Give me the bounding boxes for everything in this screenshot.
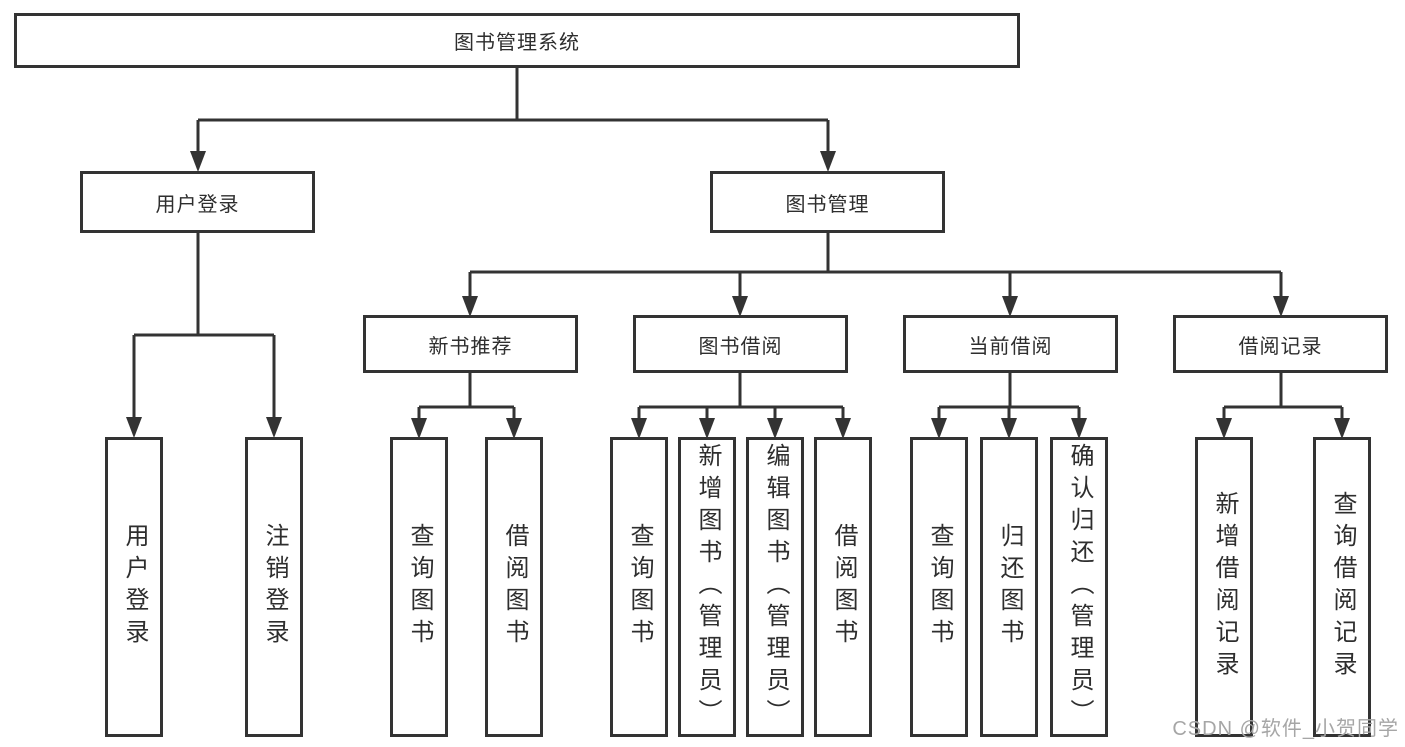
leaf-confirm-return-admin: 确认归还（管理员） xyxy=(1050,437,1108,737)
leaf-label: 借阅图书 xyxy=(830,523,857,651)
leaf-return-books: 归还图书 xyxy=(980,437,1038,737)
arrowhead xyxy=(506,418,522,439)
leaf-add-books-admin: 新增图书（管理员） xyxy=(678,437,736,737)
leaf-borrow-books-2: 借阅图书 xyxy=(814,437,872,737)
connector-borrowing-records xyxy=(1222,373,1344,419)
arrowhead xyxy=(411,418,427,439)
leaf-borrow-books-1: 借阅图书 xyxy=(485,437,543,737)
connector-new-book-recommend xyxy=(417,373,516,419)
connector-current-borrowing xyxy=(937,373,1081,419)
leaf-label: 新增图书（管理员） xyxy=(694,443,721,731)
leaf-query-books-3: 查询图书 xyxy=(910,437,968,737)
leaf-label: 编辑图书（管理员） xyxy=(762,443,789,731)
leaf-label: 查询借阅记录 xyxy=(1329,491,1356,683)
connector-book-borrowing xyxy=(637,373,845,419)
arrowhead xyxy=(1002,296,1018,317)
node-book-management: 图书管理 xyxy=(710,171,945,233)
leaf-label: 新增借阅记录 xyxy=(1211,491,1238,683)
leaf-logout: 注销登录 xyxy=(245,437,303,737)
arrowhead xyxy=(835,418,851,439)
arrowhead xyxy=(266,417,282,438)
leaf-label: 查询图书 xyxy=(626,523,653,651)
arrowhead xyxy=(732,296,748,317)
arrowhead xyxy=(699,418,715,439)
arrowhead xyxy=(1071,418,1087,439)
node-user-login: 用户登录 xyxy=(80,171,315,233)
node-borrowing-records: 借阅记录 xyxy=(1173,315,1388,373)
arrowhead xyxy=(767,418,783,439)
leaf-label: 归还图书 xyxy=(996,523,1023,651)
arrowhead xyxy=(820,151,836,172)
leaf-label: 用户登录 xyxy=(121,523,148,651)
node-book-borrowing: 图书借阅 xyxy=(633,315,848,373)
arrowhead xyxy=(1001,418,1017,439)
leaf-add-borrow-record: 新增借阅记录 xyxy=(1195,437,1253,737)
leaf-label: 确认归还（管理员） xyxy=(1066,443,1093,731)
arrowhead xyxy=(1216,418,1232,439)
leaf-query-books-2: 查询图书 xyxy=(610,437,668,737)
leaf-edit-books-admin: 编辑图书（管理员） xyxy=(746,437,804,737)
arrowhead xyxy=(631,418,647,439)
leaf-label: 查询图书 xyxy=(406,523,433,651)
arrowhead xyxy=(931,418,947,439)
leaf-label: 注销登录 xyxy=(261,523,288,651)
node-current-borrowing: 当前借阅 xyxy=(903,315,1118,373)
connector-root xyxy=(196,68,830,153)
leaf-label: 借阅图书 xyxy=(501,523,528,651)
leaf-user-login: 用户登录 xyxy=(105,437,163,737)
leaf-label: 查询图书 xyxy=(926,523,953,651)
watermark: CSDN @软件_小贺同学 xyxy=(1172,718,1399,740)
arrowhead xyxy=(1334,418,1350,439)
connector-book-management xyxy=(468,233,1283,297)
arrowhead xyxy=(1273,296,1289,317)
node-root: 图书管理系统 xyxy=(14,13,1020,68)
arrowhead xyxy=(190,151,206,172)
node-new-book-recommend: 新书推荐 xyxy=(363,315,578,373)
leaf-query-borrow-record: 查询借阅记录 xyxy=(1313,437,1371,737)
arrowhead xyxy=(126,417,142,438)
arrowhead xyxy=(462,296,478,317)
connector-user-login xyxy=(132,233,276,418)
leaf-query-books-1: 查询图书 xyxy=(390,437,448,737)
